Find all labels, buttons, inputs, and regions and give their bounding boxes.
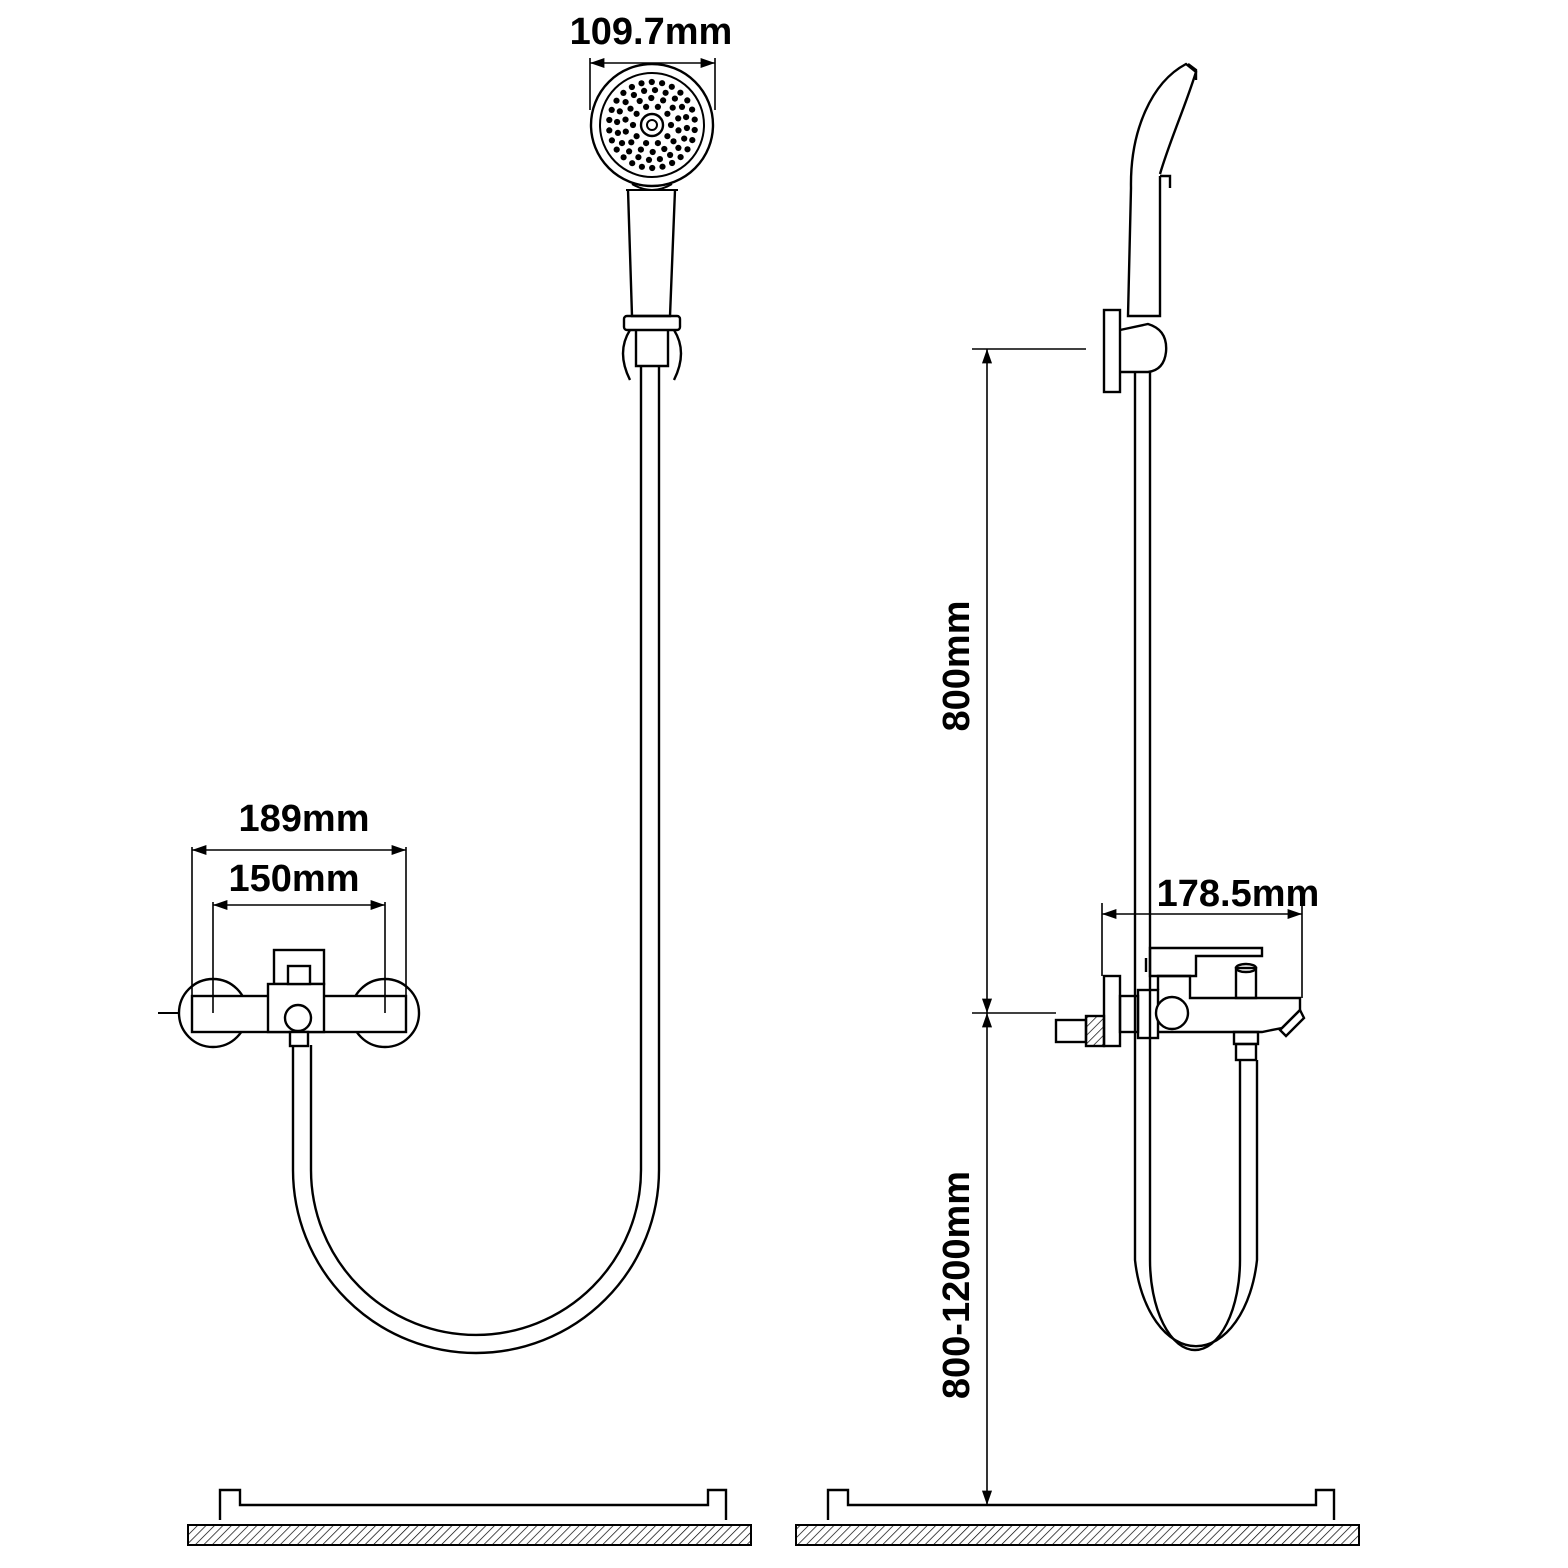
- nozzle-dot: [630, 91, 638, 99]
- nozzle-dot: [677, 154, 684, 161]
- nozzle-dot: [638, 80, 645, 87]
- nozzle-dot: [616, 108, 623, 115]
- nozzle-dot: [675, 115, 682, 122]
- nozzle-dot: [669, 159, 676, 167]
- nozzle-dot: [681, 135, 688, 142]
- nozzle-dot: [662, 89, 669, 96]
- hose-side: [1133, 382, 1259, 1348]
- nozzle-dot: [620, 154, 627, 161]
- nozzle-dot: [608, 106, 615, 113]
- nozzle-dot: [675, 127, 682, 134]
- nozzle-dot: [670, 138, 677, 145]
- nozzle-dot: [643, 103, 650, 110]
- nozzle-dot: [613, 97, 620, 104]
- nozzle-dot: [628, 83, 636, 91]
- nozzle-dot: [635, 154, 642, 161]
- nozzle-dot: [649, 148, 656, 156]
- nozzle-dot: [659, 80, 666, 87]
- nozzle-dot: [669, 104, 676, 111]
- nozzle-pattern: [606, 78, 698, 172]
- nozzle-dot: [633, 133, 640, 140]
- mixer-side: [1054, 946, 1306, 1062]
- wall-holder-front: [621, 314, 683, 381]
- nozzle-dot: [677, 89, 684, 96]
- head-diameter-label: 109.7mm: [570, 11, 733, 53]
- nozzle-dot: [684, 146, 691, 153]
- nozzle-dot: [651, 87, 659, 94]
- nozzle-dot: [689, 106, 696, 113]
- nozzle-dot: [659, 163, 666, 170]
- mixer-height-label: 800-1200mm: [936, 1171, 978, 1399]
- nozzle-dot: [675, 144, 682, 151]
- mixer-front: [177, 948, 421, 1049]
- nozzle-dot: [667, 121, 675, 129]
- nozzle-dot: [620, 89, 627, 96]
- nozzle-dot: [606, 127, 613, 134]
- nozzle-dot: [667, 151, 674, 159]
- nozzle-dot: [613, 146, 620, 153]
- nozzle-dot: [633, 110, 640, 117]
- nozzle-dot: [671, 95, 679, 102]
- front-view: [158, 62, 752, 1546]
- nozzle-dot: [641, 87, 648, 94]
- nozzle-dot: [678, 103, 686, 110]
- side-view: [795, 62, 1360, 1546]
- nozzle-dot: [618, 140, 626, 147]
- overall-width-label: 189mm: [239, 798, 370, 840]
- shower-head-side: [1126, 62, 1198, 318]
- nozzle-dot: [689, 137, 696, 144]
- center-spacing-label: 150mm: [229, 858, 360, 900]
- nozzle-dot: [628, 139, 635, 146]
- nozzle-dot: [645, 156, 653, 163]
- nozzle-dot: [683, 124, 691, 132]
- nozzle-dot: [683, 114, 690, 121]
- nozzle-dot: [654, 103, 662, 110]
- bathtub-side: [795, 1488, 1360, 1546]
- nozzle-dot: [656, 156, 664, 163]
- mixer-depth-label: 178.5mm: [1157, 873, 1320, 915]
- nozzle-dot: [654, 140, 662, 147]
- nozzle-dot: [648, 94, 655, 102]
- nozzle-dot: [643, 140, 650, 147]
- nozzle-dot: [668, 83, 675, 90]
- nozzle-dot: [637, 146, 645, 153]
- nozzle-dot: [614, 129, 622, 136]
- nozzle-dot: [638, 163, 646, 170]
- front-dimensions: [191, 57, 716, 1013]
- nozzle-dot: [614, 118, 621, 126]
- bathtub-front: [187, 1488, 752, 1546]
- nozzle-dot: [606, 116, 613, 124]
- nozzle-dot: [664, 110, 671, 117]
- nozzle-dot: [649, 164, 656, 172]
- nozzle-dot: [691, 116, 698, 123]
- nozzle-dot: [684, 97, 691, 104]
- holder-height-label: 800mm: [936, 601, 978, 732]
- nozzle-dot: [629, 160, 636, 167]
- nozzle-dot: [664, 133, 671, 140]
- nozzle-dot: [636, 97, 643, 105]
- nozzle-dot: [691, 126, 698, 134]
- nozzle-dot: [608, 137, 616, 144]
- nozzle-dot: [627, 105, 634, 112]
- wall-holder-side: [1102, 308, 1168, 394]
- nozzle-dot: [648, 78, 655, 86]
- side-dimensions: [972, 348, 1303, 1505]
- nozzle-dot: [622, 128, 629, 135]
- nozzle-dot: [622, 116, 629, 123]
- nozzle-dot: [626, 148, 633, 155]
- shower-handle-front: [626, 189, 677, 318]
- nozzle-dot: [661, 145, 668, 153]
- nozzle-dot: [629, 121, 637, 129]
- shower-head-front: [589, 62, 715, 191]
- hose-front: [309, 366, 643, 1337]
- nozzle-dot: [660, 97, 667, 104]
- nozzle-dot: [622, 99, 629, 106]
